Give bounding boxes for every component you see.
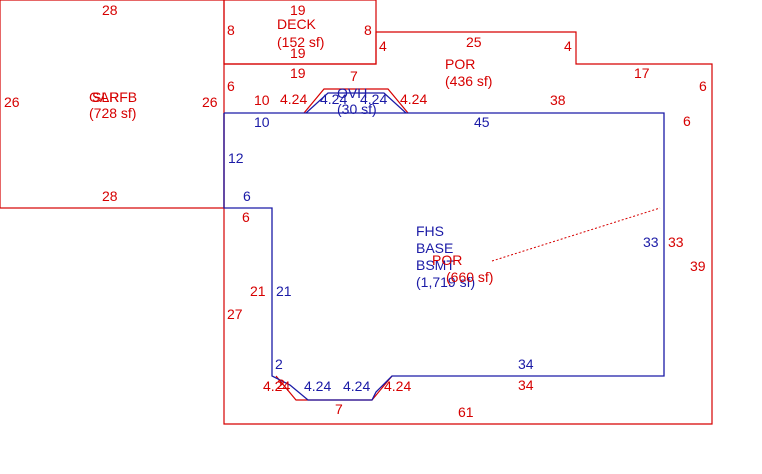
dim-label: 6 (227, 78, 235, 94)
dim-label: 7 (350, 68, 358, 84)
dim-label: 6 (242, 209, 250, 225)
dim-label: 17 (634, 65, 650, 81)
dim-label: 6 (699, 78, 707, 94)
dim-label: 10 (254, 114, 270, 130)
dim-label: 6 (683, 113, 691, 129)
dim-label: 4 (564, 38, 572, 54)
main-porch-label: POR (432, 252, 462, 268)
dim-label: 4 (379, 38, 387, 54)
dim-label: 4.24 (280, 91, 307, 107)
dim-label: 4.24 (304, 378, 331, 394)
dim-label: 10 (254, 92, 270, 108)
dim-label: 4.24 (263, 378, 290, 394)
house-label-2: BASE (416, 240, 453, 256)
dim-label: 39 (690, 258, 706, 274)
dim-label: 8 (227, 22, 235, 38)
dim-label: 2 (275, 356, 283, 372)
main-porch-outline (223, 113, 713, 425)
top-porch-outline (224, 31, 713, 113)
overhang-outline (303, 88, 409, 114)
dim-label: 8 (364, 22, 372, 38)
garage-outline (0, 0, 225, 209)
dim-label: 21 (276, 283, 292, 299)
dim-label: 4.24 (360, 91, 387, 107)
dim-label: 28 (102, 188, 118, 204)
dim-label: 26 (202, 94, 218, 110)
house-label-1: FHS (416, 223, 444, 239)
dim-label: 4.24 (384, 378, 411, 394)
dim-label: 26 (4, 94, 20, 110)
dim-label: 6 (243, 188, 251, 204)
overhang-label: OVH (337, 85, 367, 101)
dim-label: 4.24 (343, 378, 370, 394)
deck-area: (152 sf) (277, 34, 324, 50)
dim-label: 7 (335, 401, 343, 417)
house-outline (223, 112, 665, 401)
dim-label: 21 (250, 283, 266, 299)
leader-line (491, 207, 661, 262)
dim-label: 34 (518, 377, 534, 393)
garage-area: (728 sf) (89, 105, 136, 121)
dim-label: 61 (458, 404, 474, 420)
dim-label: 19 (290, 2, 306, 18)
house-area: (1,719 sf) (416, 274, 475, 290)
house-label-3: BSMT (416, 257, 455, 273)
top-porch-area: (436 sf) (445, 73, 492, 89)
dim-label: 27 (227, 306, 243, 322)
dim-label: 19 (290, 65, 306, 81)
top-porch-label: POR (445, 56, 475, 72)
deck-label: DECK (277, 16, 317, 32)
dim-label: 28 (102, 2, 118, 18)
overhang-inner (305, 92, 407, 114)
dim-label: 45 (474, 114, 490, 130)
dim-label: 25 (466, 34, 482, 50)
dim-label: 33 (643, 234, 659, 250)
garage-label: GAR (89, 89, 119, 105)
overhang-area: (30 sf) (337, 101, 377, 117)
dim-label: 38 (550, 92, 566, 108)
dim-label: 19 (290, 45, 306, 61)
dim-label: 4.24 (400, 91, 427, 107)
dim-label: 2 (277, 376, 285, 392)
dim-label: 12 (228, 150, 244, 166)
dim-label: 33 (668, 234, 684, 250)
garage-overlay-label: SLRFB (92, 89, 137, 105)
main-porch-area: (660 sf) (446, 269, 493, 285)
dim-label: 4.24 (320, 91, 347, 107)
dim-label: 34 (518, 356, 534, 372)
